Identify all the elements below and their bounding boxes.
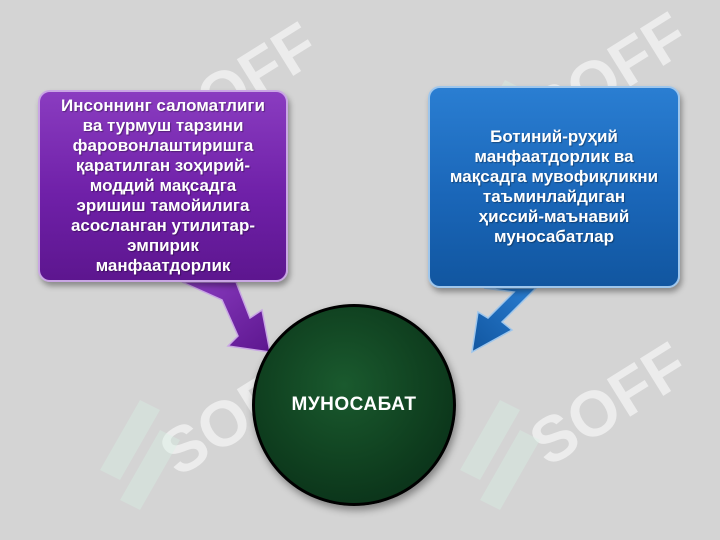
left-arrow [181, 281, 271, 353]
right-concept-text: Ботиний-руҳий манфаатдорлик ва мақсадга … [449, 127, 659, 246]
center-concept-label: МУНОСАБАТ [291, 394, 417, 415]
left-concept-box: Инсоннинг саломатлиги ва турмуш тарзини … [38, 90, 288, 282]
center-concept-circle: МУНОСАБАТ [252, 304, 456, 506]
right-arrow [471, 287, 538, 354]
left-concept-text: Инсоннинг саломатлиги ва турмуш тарзини … [61, 96, 265, 275]
right-concept-box: Ботиний-руҳий манфаатдорлик ва мақсадга … [428, 86, 680, 288]
